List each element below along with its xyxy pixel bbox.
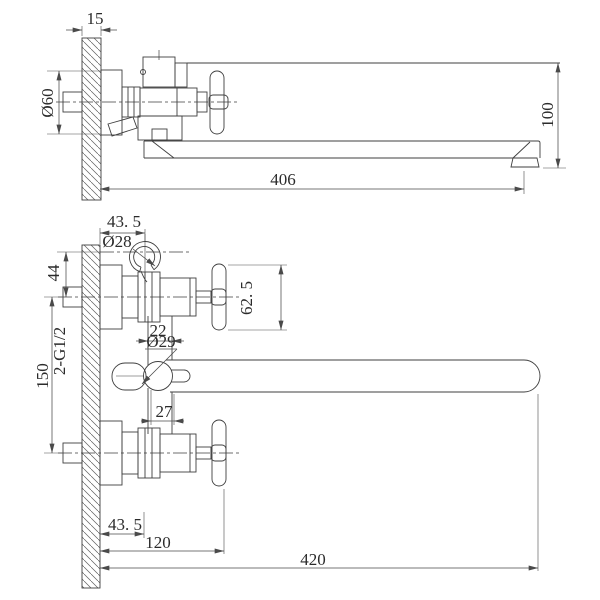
dim-hook-rise: 44	[44, 251, 100, 298]
dim-label-spout-reach: 420	[300, 550, 326, 569]
dim-hook-diameter: Ø28	[102, 232, 156, 267]
dimensions: 15 Ø60 406 100 43. 5 Ø28	[33, 9, 566, 571]
dim-stem-width: 22	[136, 321, 184, 344]
dim-label-hook-rise: 44	[44, 264, 63, 282]
cross-handle-side	[208, 70, 229, 135]
aerator-side	[510, 157, 540, 168]
dim-spout-reach: 420	[99, 394, 539, 571]
dim-label-spout-end-height: 100	[538, 102, 557, 128]
diverter-circle	[143, 361, 173, 391]
side-view	[56, 37, 560, 201]
dim-label-stem-width: 22	[150, 321, 167, 340]
dim-label-diverter-offset: 27	[156, 402, 174, 421]
dim-label-hook-diameter: Ø28	[102, 232, 131, 251]
dim-spout-end-height: 100	[538, 62, 566, 169]
dim-label-hook-offset-bottom: 43. 5	[108, 515, 142, 534]
wall-section-side	[81, 37, 102, 201]
wall-section-front	[81, 244, 101, 589]
dim-hook-offset-bottom: 43. 5	[99, 512, 145, 538]
dim-diverter-offset: 27	[141, 390, 184, 425]
dim-label-spout-length: 406	[270, 170, 296, 189]
dim-label-wall-thickness: 15	[87, 9, 104, 28]
dim-label-handle-reach: 120	[145, 533, 171, 552]
dim-wall-thickness: 15	[66, 9, 117, 36]
dim-inlet-thread: 2-G1/2	[50, 327, 69, 375]
dim-handle-reach: 120	[99, 489, 225, 554]
dim-label-inlet-thread: 2-G1/2	[50, 327, 69, 375]
spout-front	[166, 359, 541, 393]
dim-label-hook-offset-top: 43. 5	[107, 212, 141, 231]
spout-base-side	[137, 115, 183, 141]
dim-spout-length: 406	[99, 170, 525, 194]
dim-diverter-diameter: Ø29	[141, 332, 178, 385]
dim-label-inlet-spacing: 150	[33, 363, 52, 389]
dim-inlet-spacing: 150	[33, 296, 62, 454]
shower-port-side	[140, 50, 560, 88]
diverter-lever-side	[107, 116, 138, 137]
dim-label-diverter-diameter: Ø29	[146, 332, 175, 351]
dim-hook-offset-top: 43. 5	[99, 212, 146, 244]
dim-label-escutcheon-diameter: Ø60	[38, 88, 57, 117]
escutcheon-flange-side	[100, 69, 123, 136]
dim-label-handle-span: 62. 5	[237, 281, 256, 315]
dim-handle-span: 62. 5	[228, 264, 287, 331]
front-view	[58, 234, 541, 589]
diverter-knob	[111, 362, 147, 391]
spout-side	[143, 140, 541, 168]
dim-escutcheon-diameter: Ø60	[38, 70, 101, 135]
